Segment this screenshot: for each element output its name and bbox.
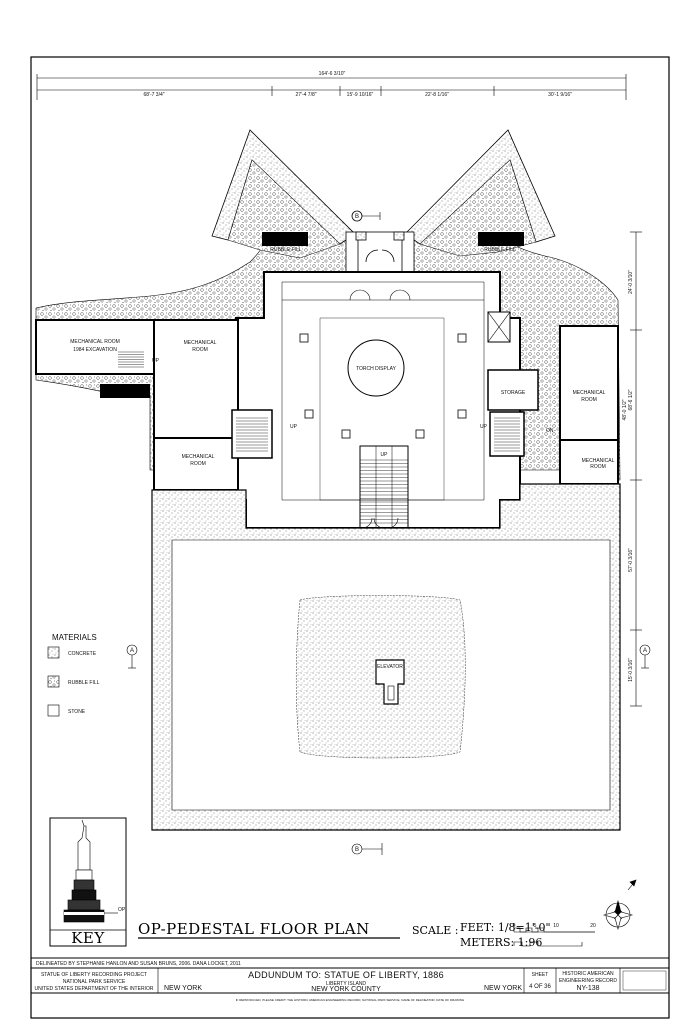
fort-wall-left — [211, 129, 356, 259]
redaction-box — [262, 232, 308, 246]
org-line2: NATIONAL PARK SERVICE — [63, 979, 126, 985]
dimension-segment-2: 27'-4 7/8" — [295, 92, 316, 98]
section-marker-b-bottom — [351, 843, 383, 855]
rubble-fill-label-left: RUBBLE FILL — [270, 247, 302, 253]
torch-display-label: TORCH DISPLAY — [356, 366, 396, 372]
scale-tick-0: 0 — [513, 923, 516, 929]
section-marker-a-left-label: A — [130, 648, 134, 654]
stair-treads — [360, 459, 408, 524]
logo-box — [622, 970, 667, 991]
drawing-title: OP-PEDESTAL FLOOR PLAN — [138, 920, 370, 938]
footer-credit: IF REPRODUCED, PLEASE CREDIT: THE HISTOR… — [236, 998, 465, 1002]
elevator-shaft — [375, 659, 405, 705]
statue-key-icon — [63, 819, 118, 923]
section-marker-a-left — [126, 644, 138, 669]
left-up-label: UP — [290, 424, 298, 430]
mech-room-left-lower-line1: MECHANICAL — [182, 454, 215, 460]
legend-concrete-label: CONCRETE — [68, 651, 97, 657]
sheet-number: 4 OF 36 — [529, 984, 551, 990]
elevator-label: ELEVATOR — [377, 664, 403, 670]
record-number: NY-138 — [576, 985, 599, 992]
right-dimension-1: 24'-0 3/10" — [628, 270, 634, 294]
right-dimension-3: 48'-0 1/2" — [622, 399, 628, 420]
scale-label: SCALE : — [412, 924, 458, 937]
stair-up-label: UP — [381, 452, 389, 458]
columns — [299, 333, 467, 439]
section-marker-a-right — [639, 644, 651, 669]
dimension-segment-4: 22'-8 1/16" — [425, 92, 449, 98]
legend-rubble-label: RUBBLE FILL — [68, 680, 100, 686]
entry-gate — [345, 231, 415, 273]
rubble-fill-label-right: RUBBLE FILL — [484, 247, 516, 253]
right-on-label: ON — [546, 428, 554, 434]
excavation-up-label: UP — [152, 358, 160, 364]
storage-label: STORAGE — [501, 390, 526, 396]
org-line3: UNITED STATES DEPARTMENT OF THE INTERIOR — [35, 986, 154, 992]
key-level-marker: OP — [118, 907, 126, 913]
north-arrow-icon — [602, 879, 637, 931]
city-left: NEW YORK — [164, 985, 202, 992]
mech-room-right-lower-line2: ROOM — [590, 464, 606, 470]
legend-title: MATERIALS — [52, 633, 97, 642]
mech-room-left-line1: MECHANICAL — [184, 340, 217, 346]
right-dimension-5: 15'-0 3/16" — [628, 658, 634, 682]
sheet-border — [30, 56, 670, 1019]
dimension-segment-1: 68'-7 3/4" — [143, 92, 164, 98]
torch-display — [347, 339, 405, 397]
scale-tick-20: 20 — [590, 923, 596, 929]
right-small-stair — [494, 417, 520, 452]
mech-room-left-lower-line2: ROOM — [190, 461, 206, 467]
dimension-segment-5: 30'-1 9/16" — [548, 92, 572, 98]
sheet-label: SHEET — [532, 972, 549, 978]
overall-dimension: 164'-6 3/10" — [319, 71, 346, 77]
scale-bar-meters — [513, 941, 583, 947]
mech-room-right-lower-line1: MECHANICAL — [582, 458, 615, 464]
mech-room-right-line2: ROOM — [581, 397, 597, 403]
section-marker-b-top-label: B — [355, 214, 359, 220]
legend-stone-swatch — [47, 704, 60, 717]
section-marker-b-bottom-label: B — [355, 847, 359, 853]
record-line2: ENGINEERING RECORD — [559, 978, 617, 984]
mech-room-right-line1: MECHANICAL — [573, 390, 606, 396]
right-up-label: UP — [480, 424, 488, 430]
delineated-by: DELINEATED BY STEPHANIE HANLON AND SUSAN… — [36, 961, 241, 967]
main-building — [235, 271, 521, 529]
lower-plaza — [151, 483, 621, 831]
title-block — [31, 957, 669, 994]
right-elevator-box — [487, 311, 511, 343]
entry-doors — [282, 289, 484, 301]
scale-tick-5: 5 — [534, 923, 537, 929]
dimension-lines-right — [630, 231, 642, 707]
record-line1: HISTORIC AMERICAN — [562, 971, 614, 977]
project-title: ADDUNDUM TO: STATUE OF LIBERTY, 1886 — [248, 970, 444, 980]
left-small-stair — [118, 351, 268, 452]
mech-room-excavation-line1: MECHANICAL ROOM — [70, 339, 120, 345]
project-state: NEW YORK — [484, 985, 522, 992]
right-dimension-4: 57'-0 3/16" — [628, 548, 634, 572]
section-marker-b-top — [351, 210, 381, 222]
dimension-segment-3: 15'-9 10/16" — [347, 92, 374, 98]
scale-tick-10: 10 — [553, 923, 559, 929]
legend-concrete-swatch — [47, 646, 60, 659]
redaction-box — [478, 232, 524, 246]
scale-feet: FEET: 1/8=1'-0" — [460, 921, 551, 934]
redaction-box — [100, 384, 150, 398]
mech-room-excavation-line2: 1984 EXCAVATION — [73, 347, 117, 353]
legend-stone-label: STONE — [68, 709, 86, 715]
legend-rubble-swatch — [47, 675, 60, 688]
org-line1: STATUE OF LIBERTY RECORDING PROJECT — [41, 972, 147, 978]
right-room-block — [487, 311, 619, 485]
mech-room-left-line2: ROOM — [192, 347, 208, 353]
dimension-lines-top — [36, 74, 627, 100]
right-dimension-2: 68'-6 1/2" — [628, 389, 634, 410]
section-marker-a-right-label: A — [643, 648, 647, 654]
scale-bar-feet — [513, 927, 595, 933]
project-location: LIBERTY ISLAND — [326, 981, 366, 987]
key-label: KEY — [71, 929, 105, 947]
left-mechanical-block — [35, 319, 273, 491]
project-county: NEW YORK COUNTY — [311, 986, 381, 993]
